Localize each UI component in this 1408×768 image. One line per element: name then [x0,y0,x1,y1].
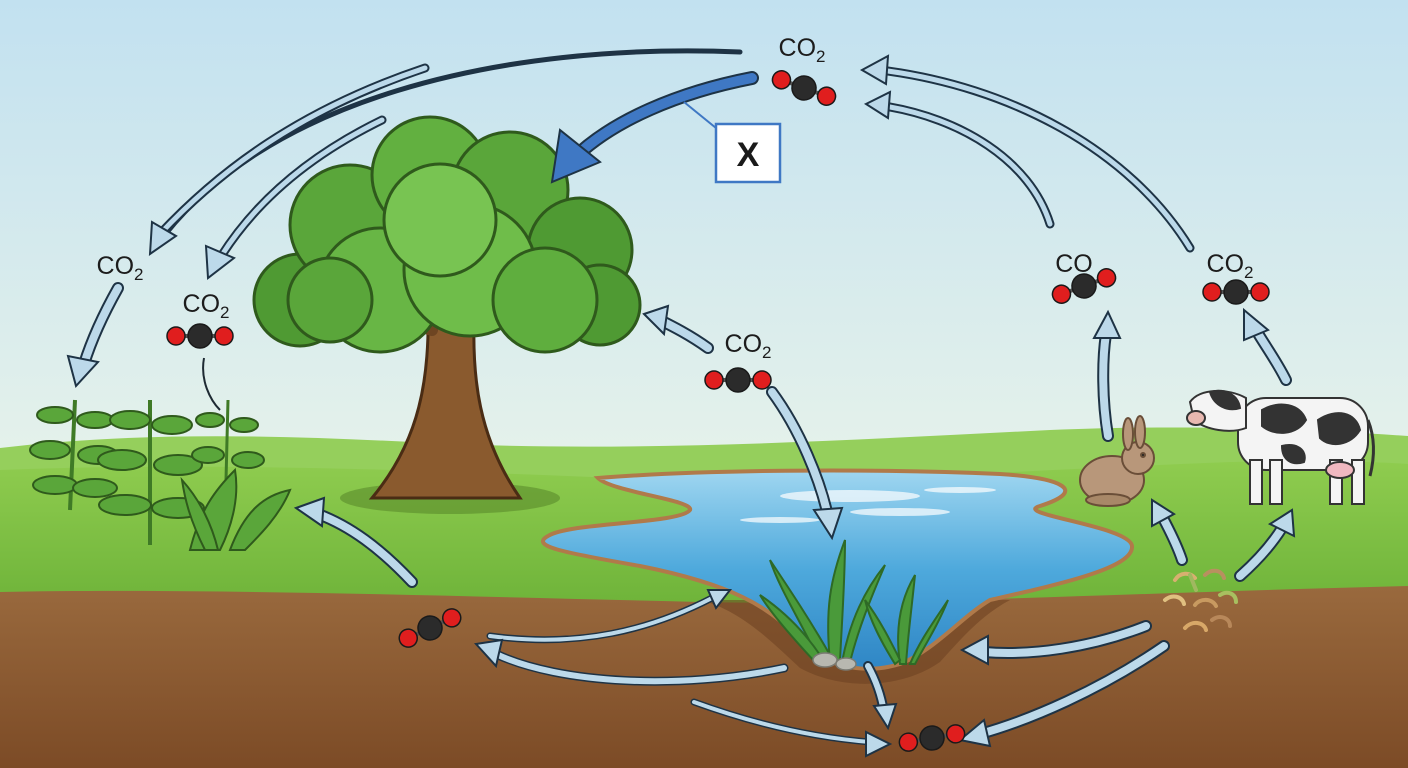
label-left-inner-co2: CO2 [183,290,230,322]
left-plants [29,399,292,551]
arrow-atmosphere-to-left-inner [204,115,387,280]
arrow-x-photosynthesis [550,71,759,184]
arrow-soil-to-pond [486,589,733,644]
tree-trunk [368,298,523,500]
arrow-co2-to-plants [66,282,124,389]
label-left-outer-co2: CO2 [97,252,144,284]
co2-molecule-bottom [898,724,966,752]
arrow-atmosphere-to-left-outer [148,48,743,256]
oxygen-atom [704,370,724,390]
arrow-soil-to-bottom-molecule [690,698,893,758]
arrow-rabbit-co-to-atmosphere [863,90,1055,229]
label-atmosphere-co2: CO2 [779,34,826,66]
callout-x: X [683,101,782,184]
arrow-decomposers-to-rabbit [1151,498,1188,566]
decomposer-fragments [1163,568,1238,632]
oxygen-atom [1202,282,1222,302]
co-molecule-rabbit-air [1051,268,1117,304]
cow [1186,389,1375,505]
arrow-decomposers-to-cow [1234,508,1296,582]
pond-stones [812,652,857,671]
carbon-atom [919,725,945,751]
molecule-stem-left [202,357,221,411]
co2-molecule-left [166,323,234,349]
label-rabbit-co: CO [1055,250,1093,278]
oxygen-atom [398,628,418,648]
oxygen-atom [1096,268,1117,288]
arrow-pond-to-bottom-molecule [863,661,898,731]
oxygen-atom [214,326,234,346]
oxygen-atom [771,70,792,90]
arrow-pond-to-soil-molecule [474,638,789,686]
rabbit [1079,415,1155,507]
arrow-rabbit-up [1092,309,1122,442]
oxygen-atom [752,370,772,390]
oxygen-atom [945,724,966,744]
arrow-co2-into-pond [766,386,844,541]
carbon-atom [725,367,751,393]
callout-leader-line [683,101,717,129]
arrow-cow-up [1243,307,1292,386]
co2-molecule-pond-air [704,367,772,393]
carbon-atom [1071,273,1097,299]
co2-molecule-cow-air [1202,279,1270,305]
label-pond-co2: CO2 [725,330,772,362]
tree [252,115,642,514]
arrow-decomposers-to-pond-bank [959,620,1152,666]
carbon-atom [791,75,817,101]
co2-molecule-soil [398,608,462,648]
oxygen-atom [898,732,919,752]
label-cow-co2: CO2 [1207,250,1254,282]
tree-canopy [252,115,642,354]
oxygen-atom [1250,282,1270,302]
arrow-decomposers-to-bottom-molecule [957,640,1170,748]
oxygen-atom [442,608,462,628]
carbon-atom [417,615,443,641]
arrow-pond-to-tree [642,304,714,354]
carbon-atom [1223,279,1249,305]
arrow-soil-to-plants [293,496,418,588]
carbon-atom [187,323,213,349]
water-shimmer [740,487,996,523]
arrow-cow-co2-to-atmosphere [859,54,1195,253]
pond-plants [759,539,949,666]
callout-box [714,122,782,184]
callout-label: X [737,136,760,174]
oxygen-atom [816,86,837,106]
oxygen-atom [166,326,186,346]
co2-molecule-atmosphere [771,70,837,106]
oxygen-atom [1051,284,1072,304]
